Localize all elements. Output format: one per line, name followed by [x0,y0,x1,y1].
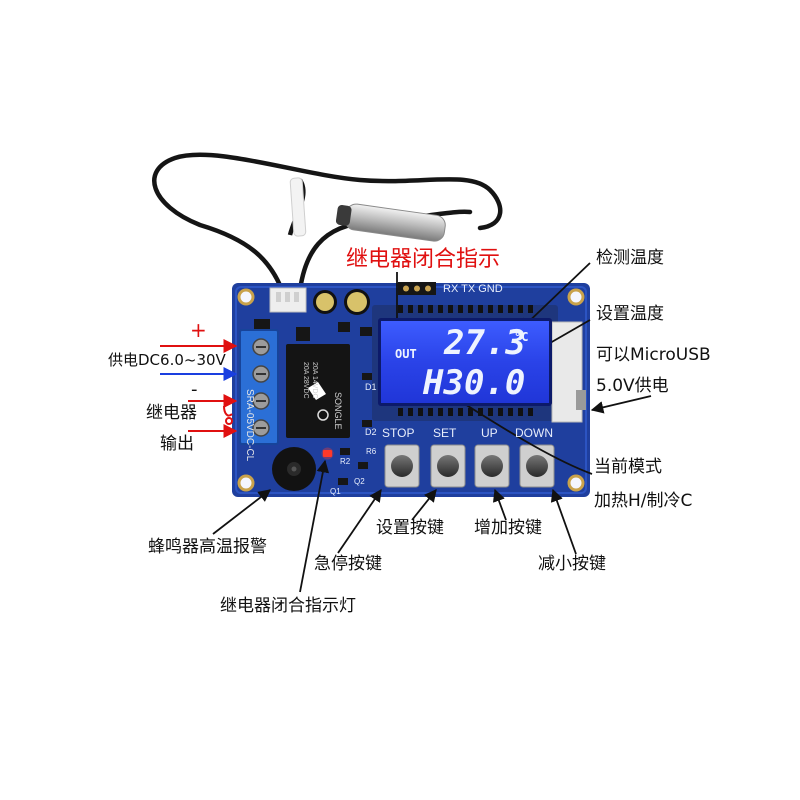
silk-relay-brand: SONGLE [333,392,343,430]
silk-r6: R6 [366,447,377,456]
silk-d1: D1 [365,382,377,392]
label-usb-voltage: 5.0V供电 [596,376,669,396]
silk-btn-stop: STOP [382,426,415,440]
label-relay-led: 继电器闭合指示灯 [220,596,356,616]
silk-btn-set: SET [433,426,457,440]
silk-relay-model: SRA-05VDC-CL [244,389,255,462]
silk-relay-rating1: 20A 14VDC [311,362,318,399]
relay-led [323,450,332,457]
temperature-probe [335,203,446,242]
silk-btn-down: DOWN [515,426,553,440]
lcd-temperature: 27.3 [444,323,526,363]
label-set-temp: 设置温度 [596,304,664,324]
silk-d2: D2 [365,427,377,437]
silk-q1: Q1 [330,487,341,496]
lcd-screen: OUT 27.3 °C H30.0 [378,318,552,406]
label-emergency-stop: 急停按键 [314,554,382,574]
label-output: 输出 [160,434,194,454]
label-heat-cool: 加热H/制冷C [594,491,693,511]
label-microusb: 可以MicroUSB [596,345,711,365]
lcd-setpoint: H30.0 [423,363,526,403]
mounting-holes [237,288,585,492]
label-minus: - [191,379,198,400]
label-buzzer-alarm: 蜂鸣器高温报警 [148,537,267,557]
silk-btn-up: UP [481,426,498,440]
tactile-buttons [384,444,555,488]
label-current-mode: 当前模式 [594,457,662,477]
buzzer [272,447,316,491]
label-set-button: 设置按键 [376,518,444,538]
label-down-button: 减小按键 [538,554,606,574]
capacitors [313,289,370,315]
red-arrows [160,339,238,438]
relay [286,344,350,438]
label-up-button: 增加按键 [474,518,542,538]
silk-q2: Q2 [354,477,365,486]
silk-header-pins: RX TX GND [443,283,503,295]
label-relay: 继电器 [146,403,197,423]
lcd-unit: °C [514,330,529,344]
lcd-out-indicator: OUT [395,347,417,361]
label-measured-temp: 检测温度 [596,248,664,268]
lcd-pins [398,305,533,416]
label-power-supply: 供电DC6.0~30V [108,351,226,369]
silk-relay-rating2: 20A 28VDC [302,362,309,399]
silk-r2: R2 [340,457,351,466]
terminal-block [239,329,279,445]
label-plus: + [190,318,207,342]
microusb-port [551,321,586,423]
label-relay-indicator: 继电器闭合指示 [346,247,501,272]
cable-tie [289,177,307,237]
